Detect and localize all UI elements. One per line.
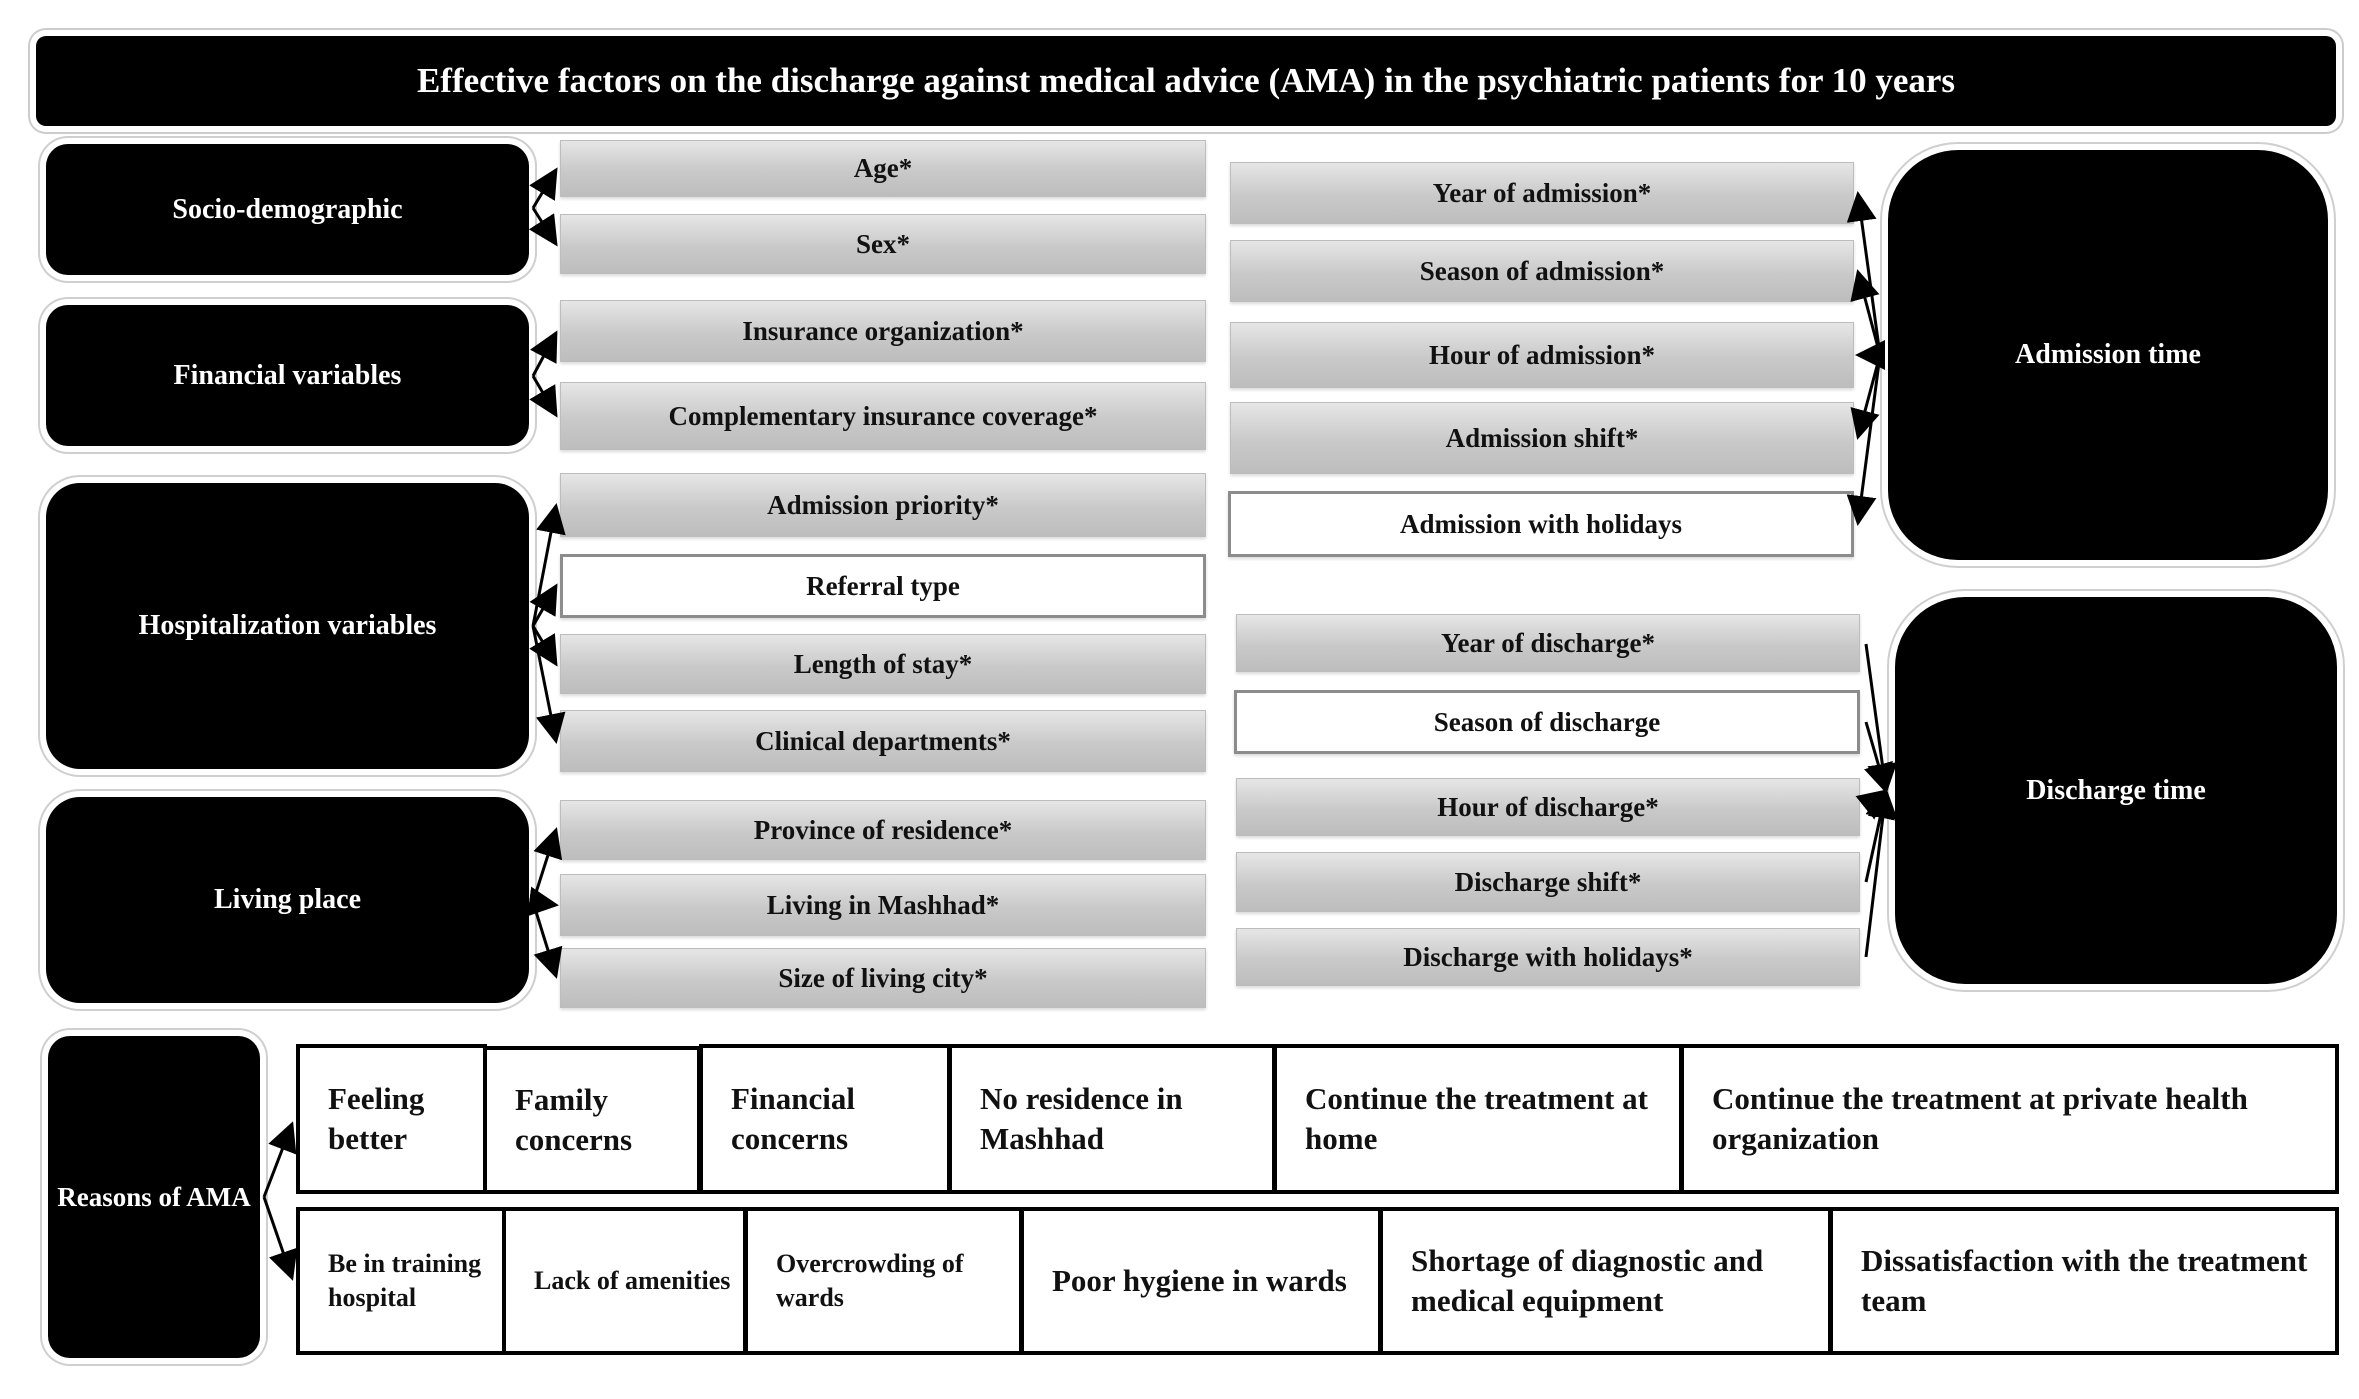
factor-year-of-admission: Year of admission* (1230, 162, 1854, 224)
factor-admission-priority: Admission priority* (560, 473, 1206, 537)
factor-referral-type: Referral type (560, 554, 1206, 618)
factor-complementary-insurance: Complementary insurance coverage* (560, 382, 1206, 450)
arrow-hosp-length (529, 625, 558, 667)
arrow-fin-insurance (530, 330, 558, 377)
category-socio-demographic: Socio-demographic (46, 144, 529, 275)
reason-poor-hygiene: Poor hygiene in wards (1020, 1207, 1382, 1355)
arrow-living-citysize (531, 901, 563, 979)
factor-admission-shift: Admission shift* (1230, 402, 1854, 474)
factor-discharge-with-holidays: Discharge with holidays* (1236, 928, 1860, 986)
factor-length-of-stay: Length of stay* (560, 634, 1206, 694)
factor-season-of-admission: Season of admission* (1230, 240, 1854, 302)
factor-age: Age* (560, 140, 1206, 197)
factor-season-of-discharge: Season of discharge (1234, 690, 1860, 754)
reason-continue-treatment-private: Continue the treatment at private health… (1680, 1044, 2339, 1194)
diagram-title: Effective factors on the discharge again… (36, 36, 2336, 126)
factor-year-of-discharge: Year of discharge* (1236, 614, 1860, 672)
arrow-living-province (531, 827, 563, 903)
arrow-hosp-clinical (531, 625, 566, 744)
arrow-reasons-row1 (262, 1121, 297, 1198)
category-discharge-time: Discharge time (1895, 597, 2337, 984)
category-reasons-of-ama: Reasons of AMA (48, 1036, 260, 1358)
category-financial-variables: Financial variables (46, 305, 529, 446)
arrow-dis-holidays (1864, 788, 1898, 958)
category-living-place: Living place (46, 797, 529, 1003)
factor-province-of-residence: Province of residence* (560, 800, 1206, 860)
reason-overcrowding-of-wards: Overcrowding of wards (744, 1207, 1023, 1355)
factor-hour-of-admission: Hour of admission* (1230, 322, 1854, 388)
arrow-dis-year (1864, 643, 1898, 794)
arrow-reasons-row2 (262, 1196, 298, 1281)
factor-insurance-organization: Insurance organization* (560, 300, 1206, 362)
factor-hour-of-discharge: Hour of discharge* (1236, 778, 1860, 836)
arrow-living-mashhad (527, 886, 559, 917)
arrow-fin-complementary (529, 375, 558, 418)
factor-clinical-departments: Clinical departments* (560, 710, 1206, 772)
factor-discharge-shift: Discharge shift* (1236, 852, 1860, 912)
arrow-adm-holidays (1846, 354, 1882, 526)
reason-financial-concerns: Financial concerns (699, 1044, 951, 1194)
arrow-hosp-referral (529, 583, 558, 627)
arrow-dis-season (1864, 721, 1893, 794)
category-hospitalization-variables: Hospitalization variables (46, 483, 529, 769)
reason-shortage-of-equipment: Shortage of diagnostic and medical equip… (1379, 1207, 1832, 1355)
arrow-socio-age (529, 167, 558, 209)
reason-dissatisfaction-treatment-team: Dissatisfaction with the treatment team (1829, 1207, 2339, 1355)
arrow-adm-shift (1850, 354, 1882, 440)
arrow-adm-year (1846, 191, 1882, 356)
arrow-socio-sex (528, 207, 558, 247)
factor-sex: Sex* (560, 214, 1206, 274)
factor-living-in-mashhad: Living in Mashhad* (560, 874, 1206, 936)
reason-training-hospital: Be in training hospital (296, 1207, 506, 1355)
category-admission-time: Admission time (1888, 150, 2328, 560)
reason-lack-of-amenities: Lack of amenities (502, 1207, 747, 1355)
reason-no-residence-in-mashhad: No residence in Mashhad (948, 1044, 1276, 1194)
reason-family-concerns: Family concerns (483, 1046, 701, 1194)
factor-size-of-living-city: Size of living city* (560, 948, 1206, 1008)
